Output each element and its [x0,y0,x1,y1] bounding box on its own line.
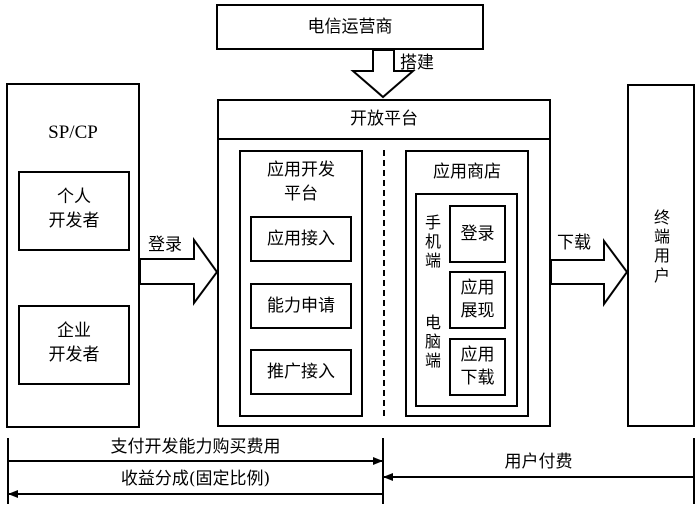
end-user-label: 终 端 用 户 [653,208,670,285]
download-arrow [550,237,629,308]
login-label: 登录 [148,235,182,255]
store-item-label: 应用 [460,278,495,298]
store-item-app-download: 应用 下载 [449,338,506,396]
revenue-share-label: 收益分成(固定比例) [120,469,271,489]
end-user-box: 终 端 用 户 [627,84,695,427]
pay-dev-fee-label: 支付开发能力购买费用 [110,437,281,457]
dev-item-label: 能力申请 [267,296,335,316]
build-label: 搭建 [400,53,434,73]
app-dev-platform-label-2: 平台 [284,184,318,204]
store-item-app-display: 应用 展现 [449,271,506,329]
download-label: 下载 [557,233,591,253]
store-item-label: 应用 [460,345,495,365]
individual-developer-box: 个人 开发者 [18,171,130,251]
login-arrow [139,236,219,307]
individual-developer-label-2: 开发者 [48,211,100,231]
enterprise-developer-label-2: 开发者 [48,345,100,365]
store-item-label: 展现 [460,301,495,321]
app-store-label: 应用商店 [433,162,501,182]
mobile-side-label: 手 机 端 [424,213,441,271]
open-platform-header-divider [219,138,549,140]
enterprise-developer-label-1: 企业 [57,321,91,341]
store-item-label: 下载 [460,368,495,388]
enterprise-developer-box: 企业 开发者 [18,305,130,385]
open-platform-label: 开放平台 [350,109,418,129]
dev-item-capability-request: 能力申请 [250,283,352,329]
dev-item-app-access: 应用接入 [250,216,352,262]
dev-item-promotion-access: 推广接入 [250,349,352,395]
app-dev-platform-label-1: 应用开发 [267,160,335,180]
user-payment-label: 用户付费 [504,452,573,472]
dev-item-label: 应用接入 [267,229,335,249]
dev-item-label: 推广接入 [267,362,335,382]
store-item-login: 登录 [449,205,506,263]
build-arrow [350,49,416,99]
pc-side-label: 电 脑 端 [424,313,441,371]
operator-label: 电信运营商 [307,17,393,37]
operator-box: 电信运营商 [216,4,484,50]
individual-developer-label-1: 个人 [57,187,91,207]
dashed-divider [383,150,385,416]
store-item-label: 登录 [460,224,495,244]
sp-cp-label: SP/CP [48,122,98,143]
